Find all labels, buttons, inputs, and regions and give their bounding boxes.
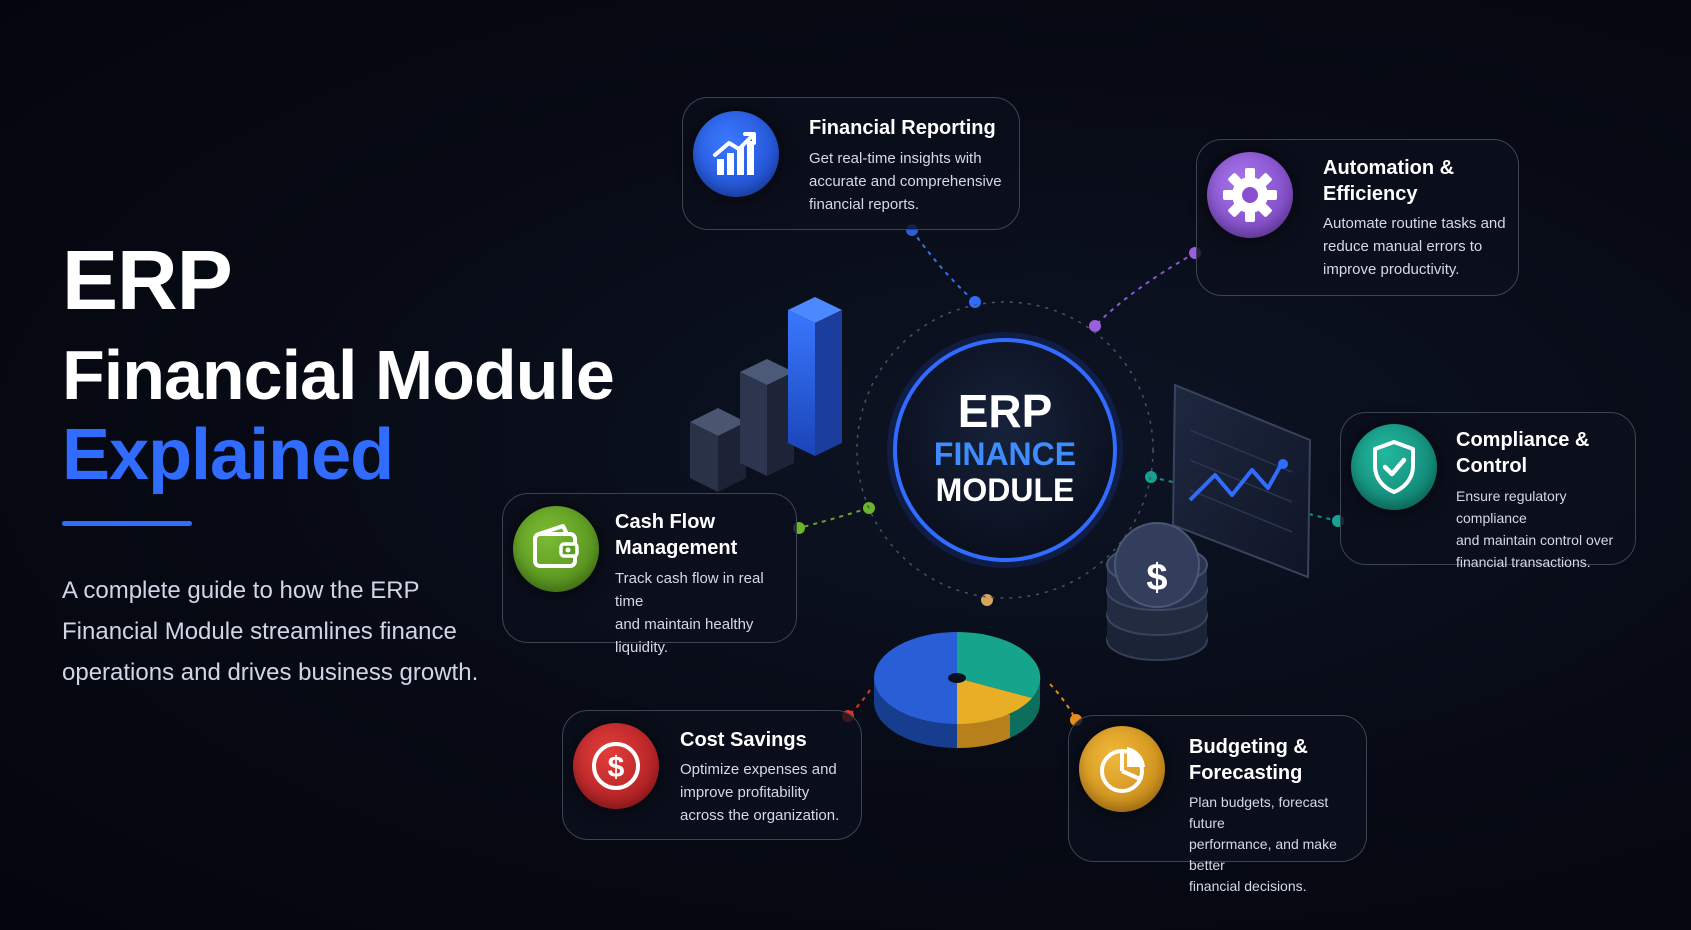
card-title: Cash Flow Management	[615, 511, 738, 559]
coin-stack-illustration: $	[1106, 522, 1208, 661]
trend-panel-illustration	[1171, 383, 1312, 579]
connector-lines	[798, 229, 1339, 721]
pie-slice-blue	[874, 632, 957, 724]
card-description: Plan budgets, forecast future performanc…	[1189, 794, 1337, 894]
pie-chart-illustration	[874, 631, 1041, 749]
bar-small	[690, 408, 746, 492]
hub-title-module: MODULE	[935, 472, 1075, 508]
card-description: Track cash flow in real time and maintai…	[615, 570, 764, 656]
hero-title-main: Financial Module	[62, 335, 615, 414]
bar-medium	[740, 359, 794, 476]
card-financial-reporting[interactable]: Financial Reporting Get real-time insigh…	[682, 97, 1020, 230]
trend-line	[1188, 462, 1284, 502]
card-description: Get real-time insights with accurate and…	[809, 150, 1002, 213]
hub-orbit-ring	[856, 301, 1154, 599]
card-cash-flow-management[interactable]: Cash Flow Management Track cash flow in …	[502, 493, 797, 656]
gear-icon	[1207, 152, 1293, 238]
connector-budgeting	[1049, 683, 1077, 721]
card-title: Cost Savings	[680, 729, 807, 751]
card-description: Optimize expenses and improve profitabil…	[680, 761, 840, 824]
card-title: Automation & Efficiency	[1323, 157, 1455, 205]
hub-title-finance: FINANCE	[933, 436, 1077, 472]
connector-dot	[969, 296, 981, 308]
card-title: Budgeting & Forecasting	[1189, 736, 1308, 784]
hero-title-accent: Explained	[62, 415, 394, 496]
card-budgeting-forecasting[interactable]: Budgeting & Forecasting Plan budgets, fo…	[1068, 715, 1367, 894]
card-description: Ensure regulatory compliance and maintai…	[1456, 488, 1614, 570]
dollar-icon: $	[573, 723, 659, 809]
hero-description: A complete guide to how the ERP Financia…	[62, 576, 479, 686]
connector-cash-flow	[798, 507, 870, 529]
hero-title-erp: ERP	[62, 233, 233, 327]
hero-divider	[62, 520, 192, 526]
bar-tall	[788, 297, 842, 456]
shield-check-icon	[1351, 424, 1437, 510]
card-title: Financial Reporting	[809, 117, 996, 139]
wallet-icon	[513, 506, 599, 592]
card-compliance-control[interactable]: Compliance & Control Ensure regulatory c…	[1340, 412, 1636, 570]
pie-chart-icon	[1079, 726, 1165, 812]
connector-automation	[1094, 252, 1196, 327]
card-description: Automate routine tasks and reduce manual…	[1323, 215, 1506, 278]
bar-chart-illustration	[690, 297, 842, 492]
hub-title-erp: ERP	[957, 385, 1053, 437]
pie-depth-blue	[874, 678, 957, 748]
card-cost-savings[interactable]: $ Cost Savings Optimize expenses and imp…	[562, 710, 862, 840]
card-title: Compliance & Control	[1456, 429, 1590, 477]
dollar-glyph: $	[1146, 557, 1167, 599]
connector-financial-reporting	[911, 229, 976, 303]
bar-chart-icon	[693, 111, 779, 197]
connector-dot	[1089, 320, 1101, 332]
pie-slice-yellow	[957, 678, 1032, 725]
svg-text:$: $	[608, 751, 625, 784]
hub-circle	[887, 332, 1123, 568]
hub-label: ERP FINANCE MODULE	[895, 386, 1115, 508]
connector-cost-savings	[847, 689, 871, 717]
hero-section: ERP Financial Module Explained A complet…	[62, 233, 702, 693]
card-automation-efficiency[interactable]: Automation & Efficiency Automate routine…	[1196, 139, 1519, 296]
pie-slice-teal	[957, 631, 1041, 698]
